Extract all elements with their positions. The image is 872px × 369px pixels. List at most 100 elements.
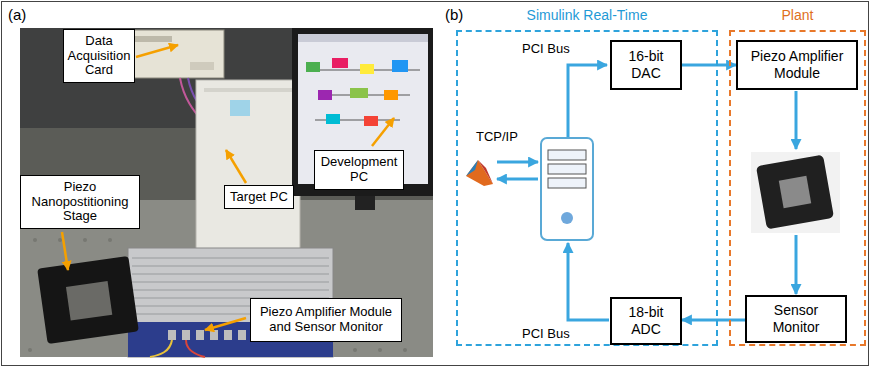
- callout-box: Piezo Nanopostitioning Stage: [20, 175, 140, 230]
- box-text: Piezo Amplifier Module and Sensor Monito…: [254, 305, 398, 335]
- setup-photo: [33, 238, 37, 242]
- setup-photo: [37, 256, 139, 344]
- setup-photo: [230, 100, 250, 116]
- server-icon: [561, 212, 573, 224]
- setup-photo: [224, 330, 232, 340]
- signal-line: [497, 65, 796, 320]
- setup-photo: [150, 340, 172, 357]
- setup-photo: [20, 28, 433, 357]
- setup-photo: [132, 289, 329, 291]
- setup-photo: [132, 36, 172, 42]
- leader-arrow: [62, 232, 68, 270]
- setup-photo: [182, 330, 190, 340]
- setup-photo: [168, 330, 176, 340]
- signal-line: [568, 243, 609, 320]
- setup-photo: [132, 281, 329, 283]
- setup-photo: [355, 196, 375, 210]
- panel-label: (b): [445, 6, 463, 23]
- box-text: Piezo Amplifier Module: [742, 48, 852, 82]
- server-icon: [548, 164, 586, 174]
- matlab-logo: [466, 160, 478, 176]
- leader-arrow: [372, 118, 394, 146]
- region-heading: Plant: [701, 7, 872, 23]
- box-text: Development PC: [318, 155, 400, 185]
- signal-line: [795, 91, 798, 149]
- stage-image: [751, 152, 840, 233]
- process-box: Sensor Monitor: [745, 295, 847, 343]
- callout-box: Piezo Amplifier Module and Sensor Monito…: [250, 298, 402, 342]
- leader-arrow: [226, 150, 246, 183]
- box-text: 18-bit ADC: [616, 304, 676, 338]
- setup-photo: [210, 330, 218, 340]
- setup-photo: [204, 88, 292, 92]
- box-text: Target PC: [228, 190, 290, 205]
- stage-image: [779, 176, 811, 208]
- signal-line: [497, 161, 538, 164]
- setup-photo: [58, 238, 62, 242]
- setup-photo: [332, 58, 348, 68]
- box-text: 16-bit DAC: [616, 48, 676, 82]
- setup-photo: [20, 28, 433, 357]
- callout-box: Target PC: [224, 185, 294, 210]
- callout-box: Data Acquisition Card: [63, 29, 135, 84]
- interface-label: TCP/IP: [476, 130, 518, 145]
- bus-label: PCI Bus: [522, 42, 570, 57]
- setup-photo: [126, 30, 224, 78]
- setup-photo: [378, 348, 382, 352]
- setup-photo: [168, 330, 246, 340]
- stage-image: [751, 152, 840, 233]
- leader-arrow: [205, 318, 246, 330]
- box-text: Sensor Monitor: [751, 302, 841, 336]
- signal-arrow: [682, 318, 745, 321]
- setup-photo: [306, 62, 320, 72]
- dashed-region: Simulink Real-Time16-bit DAC18-bit ADC: [456, 30, 718, 346]
- process-box: 16-bit DAC: [610, 40, 682, 90]
- dashed-region: PlantPiezo Amplifier ModuleSensor Monito…: [729, 30, 866, 346]
- setup-photo: [292, 28, 433, 196]
- setup-photo: [186, 340, 205, 357]
- server-icon: [541, 138, 593, 240]
- signal-arrow: [682, 64, 736, 67]
- panel-label: (a): [8, 6, 26, 23]
- setup-photo: [310, 70, 420, 120]
- server-icon: [541, 138, 593, 240]
- stage-image: [756, 155, 834, 230]
- setup-photo: [28, 348, 32, 352]
- matlab-logo: [466, 160, 493, 186]
- setup-photo: [364, 116, 378, 126]
- callout-box: Development PC: [314, 150, 404, 190]
- server-icon: [548, 178, 586, 188]
- bus-label: PCI Bus: [522, 327, 570, 342]
- setup-photo: [190, 62, 214, 70]
- setup-photo: [37, 256, 139, 344]
- setup-photo: [83, 238, 87, 242]
- setup-photo: [196, 330, 204, 340]
- setup-photo: [403, 348, 407, 352]
- setup-photo: [298, 34, 428, 42]
- signal-line: [795, 235, 798, 294]
- server-icon: [548, 150, 586, 160]
- matlab-logo: [478, 160, 493, 184]
- setup-photo: [66, 281, 112, 321]
- process-box: Piezo Amplifier Module: [736, 40, 858, 90]
- setup-photo: [350, 88, 368, 98]
- setup-photo: [132, 257, 329, 259]
- box-text: Data Acquisition Card: [67, 34, 131, 79]
- setup-photo: [384, 90, 398, 100]
- setup-photo: [196, 80, 300, 250]
- setup-photo: [318, 90, 332, 100]
- leader-arrow: [136, 45, 178, 57]
- setup-photo: [108, 238, 112, 242]
- box-text: Piezo Nanopostitioning Stage: [24, 180, 136, 225]
- region-heading: Simulink Real-Time: [428, 7, 746, 23]
- signal-line: [568, 65, 607, 137]
- setup-photo: [360, 64, 374, 74]
- setup-photo: [238, 330, 246, 340]
- stage-image: [756, 155, 834, 230]
- setup-photo: [326, 114, 340, 124]
- setup-photo: [353, 348, 357, 352]
- setup-photo: [392, 60, 408, 72]
- signal-line: [497, 178, 538, 181]
- setup-photo: [132, 273, 329, 275]
